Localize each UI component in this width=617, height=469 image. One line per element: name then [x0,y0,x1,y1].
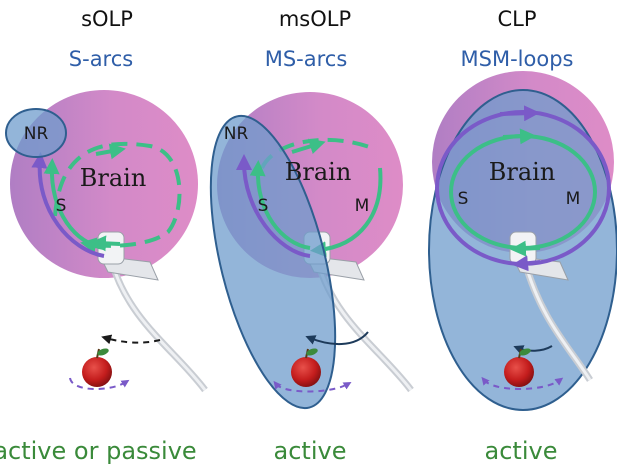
green-arrow [510,240,541,257]
navy-arrow [513,345,553,355]
purple-dashed-arrow [481,376,564,390]
panel-footer: active [485,437,558,465]
m-label: M [566,189,581,209]
ms-region [209,114,337,410]
panel-footer: active or passive [0,437,197,465]
green-m-arc [310,167,383,258]
s-label: S [56,196,67,216]
nr-region [5,108,67,158]
nr-label: NR [24,124,49,144]
purple-dashed-arrow [273,380,352,393]
purple-arrow [512,255,541,272]
s-label: S [458,189,469,209]
green-dashed-loop [53,141,182,254]
apple-icon [291,348,321,387]
probe-illustration [97,231,208,393]
panel-subtitle: S-arcs [69,47,133,71]
green-s-arc [43,158,105,250]
green-arrow [291,138,326,154]
nr-label: NR [224,124,249,144]
panel-title: sOLP [81,7,133,31]
brain-label: Brain [285,158,352,186]
green-arrow [502,128,536,145]
brain-label: Brain [489,158,556,186]
brain-label: Brain [80,164,147,192]
panel-solp: sOLP S-arcs NR Brain S active or [0,7,208,465]
green-arrow [95,143,126,160]
navy-arrow [305,331,369,346]
panel-title: msOLP [279,7,351,31]
purple-dashed-arrow [69,377,130,391]
purple-arrow [499,105,540,122]
purple-s-arc [31,152,105,258]
black-dashed-arrow [101,334,161,345]
panel-subtitle: MSM-loops [461,47,574,71]
apple-icon [82,348,112,387]
green-s-arc [249,160,311,250]
m-label: M [355,196,370,216]
panel-clp: CLP MSM-loops Brain S M active [428,7,617,465]
purple-s-arc [236,154,311,258]
s-label: S [258,196,269,216]
green-arrow [90,235,121,252]
panel-msolp: msOLP MS-arcs NR Brain S M active [209,7,414,465]
panel-subtitle: MS-arcs [265,47,348,71]
panel-title: CLP [497,7,536,31]
panel-footer: active [274,437,347,465]
